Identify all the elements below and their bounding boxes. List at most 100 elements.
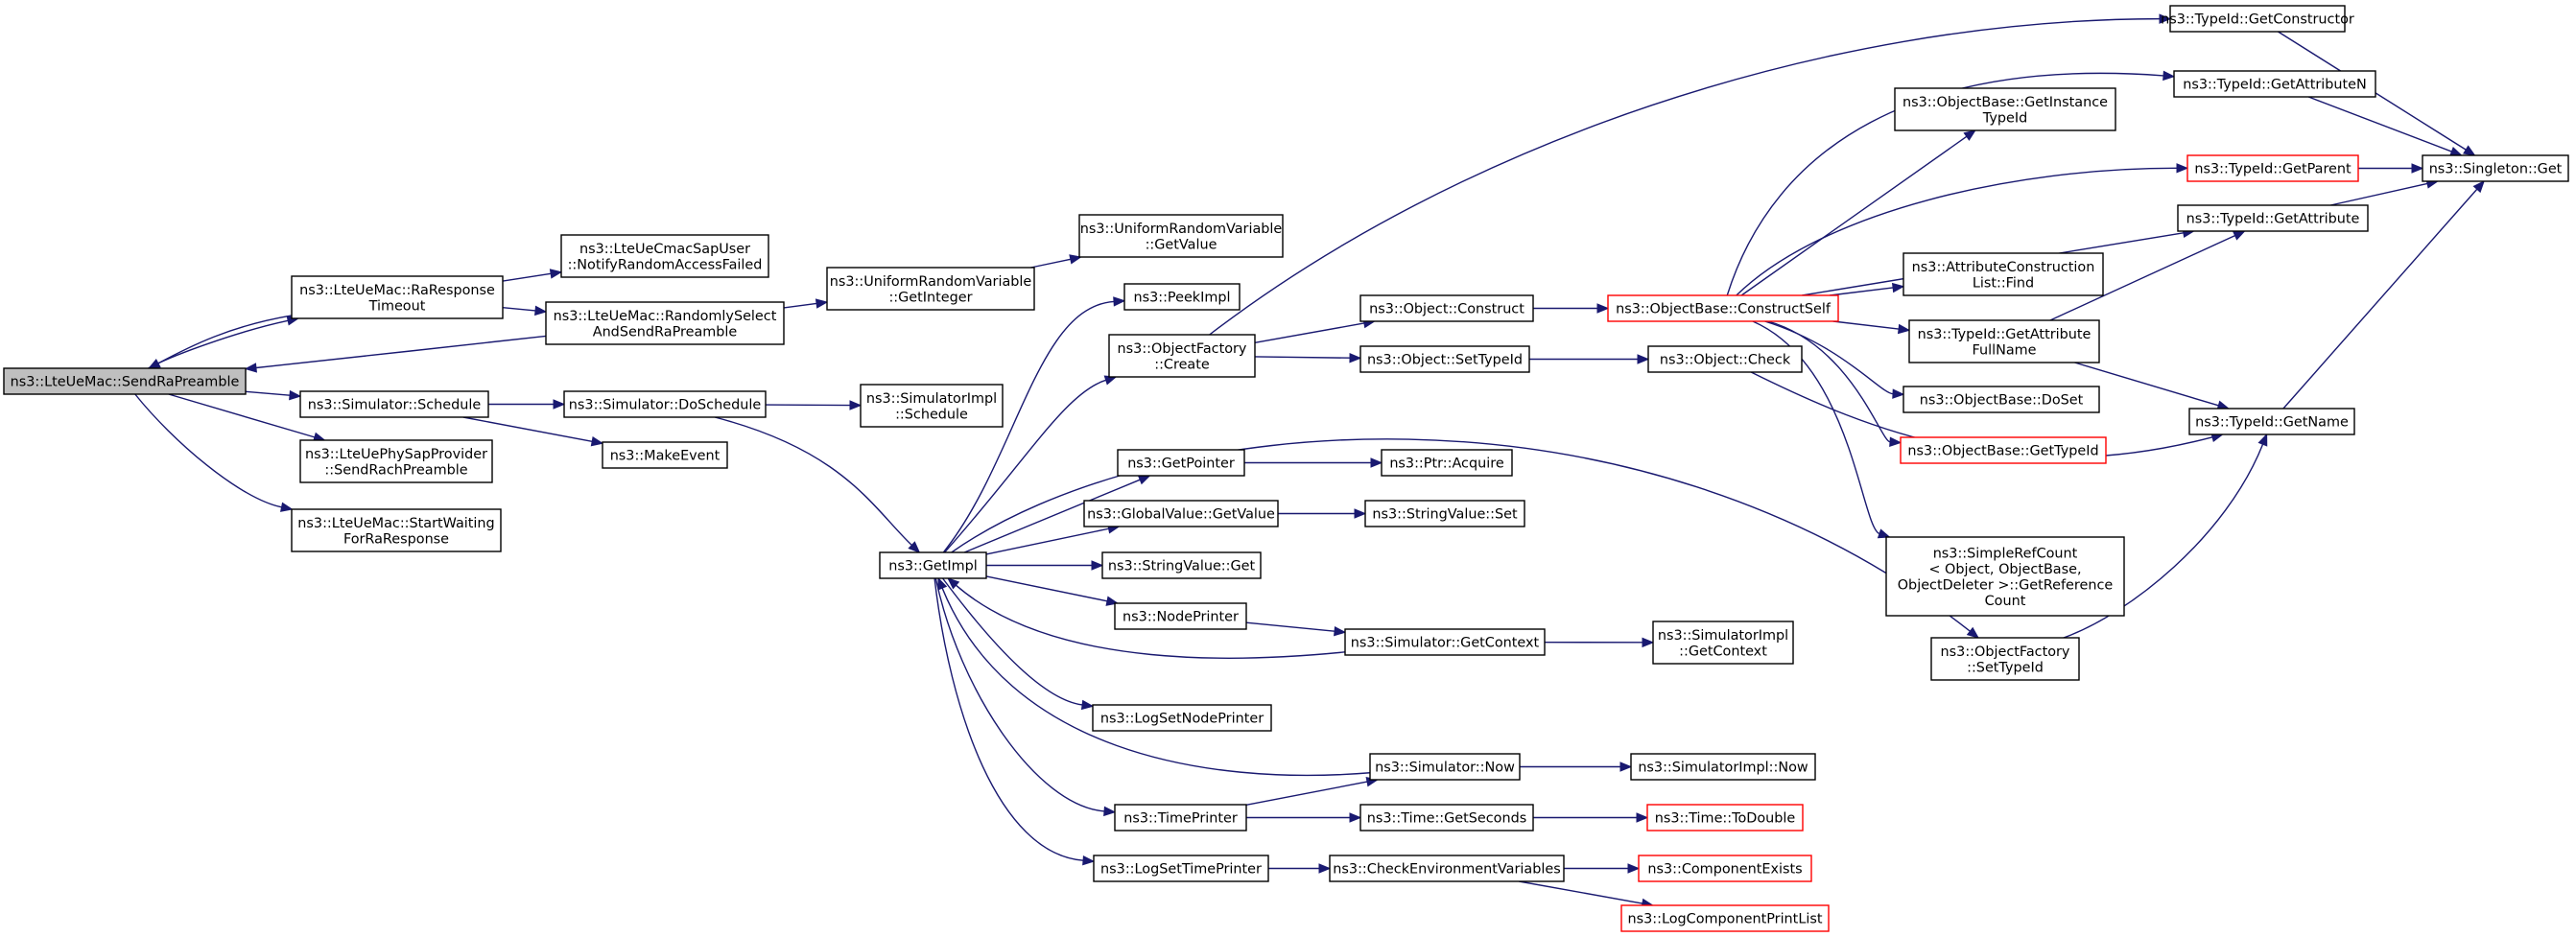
call-edge <box>488 399 566 410</box>
node-urv-int[interactable]: ns3::UniformRandomVariable::GetInteger <box>826 267 1035 311</box>
node-tid-get-name[interactable]: ns3::TypeId::GetName <box>2188 408 2355 435</box>
node-notify-r-a[interactable]: ns3::LteUeCmacSapUser::NotifyRandomAcces… <box>560 234 769 278</box>
node-get-seconds[interactable]: ns3::Time::GetSeconds <box>1359 804 1534 832</box>
node-comp-exists[interactable]: ns3::ComponentExists <box>1638 855 1812 882</box>
node-get-attr-n[interactable]: ns3::TypeId::GetAttributeN <box>2173 70 2376 98</box>
edge-line <box>1254 322 1365 344</box>
node-impl-now[interactable]: ns3::SimulatorImpl::Now <box>1630 753 1816 781</box>
call-edge <box>1736 163 2189 296</box>
node-impl-sched[interactable]: ns3::SimulatorImpl::Schedule <box>860 384 1004 428</box>
edge-line <box>963 479 1141 553</box>
arrowhead <box>1596 303 1610 314</box>
edge-line <box>1829 287 1894 296</box>
node-sv-set[interactable]: ns3::StringValue::Set <box>1364 500 1525 527</box>
call-edge <box>985 575 1120 606</box>
node-box <box>1620 904 1830 932</box>
node-sim-get-context[interactable]: ns3::Simulator::GetContext <box>1344 628 1546 656</box>
node-to-double[interactable]: ns3::Time::ToDouble <box>1646 804 1804 832</box>
node-label: ForRaResponse <box>343 531 449 547</box>
node-gv-get-value[interactable]: ns3::GlobalValue::GetValue <box>1083 500 1279 527</box>
arrowhead <box>244 363 257 373</box>
node-label: ns3::TypeId::GetConstructor <box>2161 12 2354 28</box>
node-obj-construct[interactable]: ns3::Object::Construct <box>1359 294 1534 322</box>
call-edge <box>1268 863 1332 874</box>
edge-line <box>1519 880 1643 904</box>
node-send-rach[interactable]: ns3::LteUePhySapProvider::SendRachPreamb… <box>299 439 493 483</box>
node-peek-impl[interactable]: ns3::PeekImpl <box>1123 283 1241 311</box>
node-label: Count <box>1985 594 2026 609</box>
node-make-event[interactable]: ns3::MakeEvent <box>602 441 728 469</box>
edge-line <box>502 306 536 312</box>
node-sv-get[interactable]: ns3::StringValue::Get <box>1101 551 1262 579</box>
node-box <box>1093 855 1269 882</box>
node-label: ns3::Simulator::DoSchedule <box>569 398 762 413</box>
node-rand-sel[interactable]: ns3::LteUeMac::RandomlySelectAndSendRaPr… <box>545 301 785 345</box>
node-label: ns3::TypeId::GetAttribute <box>1918 327 2092 342</box>
node-box <box>1359 345 1530 373</box>
node-check-env[interactable]: ns3::CheckEnvironmentVariables <box>1329 855 1565 882</box>
node-log-comp-list[interactable]: ns3::LogComponentPrintList <box>1620 904 1830 932</box>
edge-line <box>985 527 1109 555</box>
arrowhead <box>553 399 566 410</box>
edge-line <box>1245 781 1368 807</box>
edge-line <box>941 587 1371 777</box>
node-construct-self[interactable]: ns3::ObjectBase::ConstructSelf <box>1607 294 1839 322</box>
node-time-printer[interactable]: ns3::TimePrinter <box>1114 804 1247 832</box>
node-log-set-node[interactable]: ns3::LogSetNodePrinter <box>1092 704 1272 732</box>
node-sim-now[interactable]: ns3::Simulator::Now <box>1369 753 1521 781</box>
node-send-ra[interactable]: ns3::LteUeMac::SendRaPreamble <box>3 367 247 395</box>
node-simple-ref[interactable]: ns3::SimpleRefCount< Object, ObjectBase,… <box>1885 536 2125 617</box>
node-do-set[interactable]: ns3::ObjectBase::DoSet <box>1902 386 2100 413</box>
call-edge <box>1254 317 1377 344</box>
edge-line <box>148 319 289 369</box>
node-schedule[interactable]: ns3::Simulator::Schedule <box>299 390 489 418</box>
call-edge <box>1209 13 2172 336</box>
node-box <box>602 441 728 469</box>
node-box <box>1900 436 2107 464</box>
node-box <box>1359 294 1534 322</box>
arrowhead <box>2472 180 2485 194</box>
arrowhead <box>1897 323 1911 335</box>
node-label: ns3::MakeEvent <box>610 449 721 464</box>
node-ptr-acquire[interactable]: ns3::Ptr::Acquire <box>1381 449 1513 477</box>
node-obj-check[interactable]: ns3::Object::Check <box>1647 345 1803 373</box>
node-get-constructor[interactable]: ns3::TypeId::GetConstructor <box>2161 5 2354 33</box>
node-get-pointer[interactable]: ns3::GetPointer <box>1117 449 1245 477</box>
node-get-impl[interactable]: ns3::GetImpl <box>879 551 987 579</box>
arrowhead <box>2232 230 2246 241</box>
node-get-parent[interactable]: ns3::TypeId::GetParent <box>2186 154 2359 182</box>
node-label: ::Create <box>1154 357 1210 372</box>
call-edge <box>986 560 1104 571</box>
arrowhead <box>947 577 960 590</box>
arrowhead <box>937 576 948 591</box>
arrowhead <box>1103 806 1117 817</box>
edge-line <box>1736 167 2178 296</box>
node-of-create[interactable]: ns3::ObjectFactory::Create <box>1108 334 1256 378</box>
arrowhead <box>1892 388 1905 399</box>
node-get-type-id[interactable]: ns3::ObjectBase::GetTypeId <box>1900 436 2107 464</box>
node-of-set-type-id[interactable]: ns3::ObjectFactory::SetTypeId <box>1930 637 2080 681</box>
call-edge <box>2049 230 2246 321</box>
node-do-sched[interactable]: ns3::Simulator::DoSchedule <box>563 390 767 418</box>
node-node-printer[interactable]: ns3::NodePrinter <box>1114 602 1247 630</box>
node-box <box>1902 386 2100 413</box>
call-edge <box>934 577 1096 866</box>
call-edge <box>942 577 1095 711</box>
arrowhead <box>1137 475 1151 485</box>
node-impl-get-context[interactable]: ns3::SimulatorImpl::GetContext <box>1652 621 1794 665</box>
edge-line <box>1030 258 1071 269</box>
call-edge <box>937 576 1371 777</box>
node-label: ns3::AttributeConstruction <box>1912 260 2095 275</box>
node-log-set-time[interactable]: ns3::LogSetTimePrinter <box>1093 855 1269 882</box>
node-label: AndSendRaPreamble <box>593 324 738 340</box>
node-get-attribute[interactable]: ns3::TypeId::GetAttribute <box>2177 204 2369 232</box>
node-label: ns3::LteUeMac::StartWaiting <box>297 516 494 531</box>
node-obj-set-type-id[interactable]: ns3::Object::SetTypeId <box>1359 345 1530 373</box>
node-singleton-get[interactable]: ns3::Singleton::Get <box>2422 154 2569 182</box>
node-urv-val[interactable]: ns3::UniformRandomVariable::GetValue <box>1078 214 1284 258</box>
